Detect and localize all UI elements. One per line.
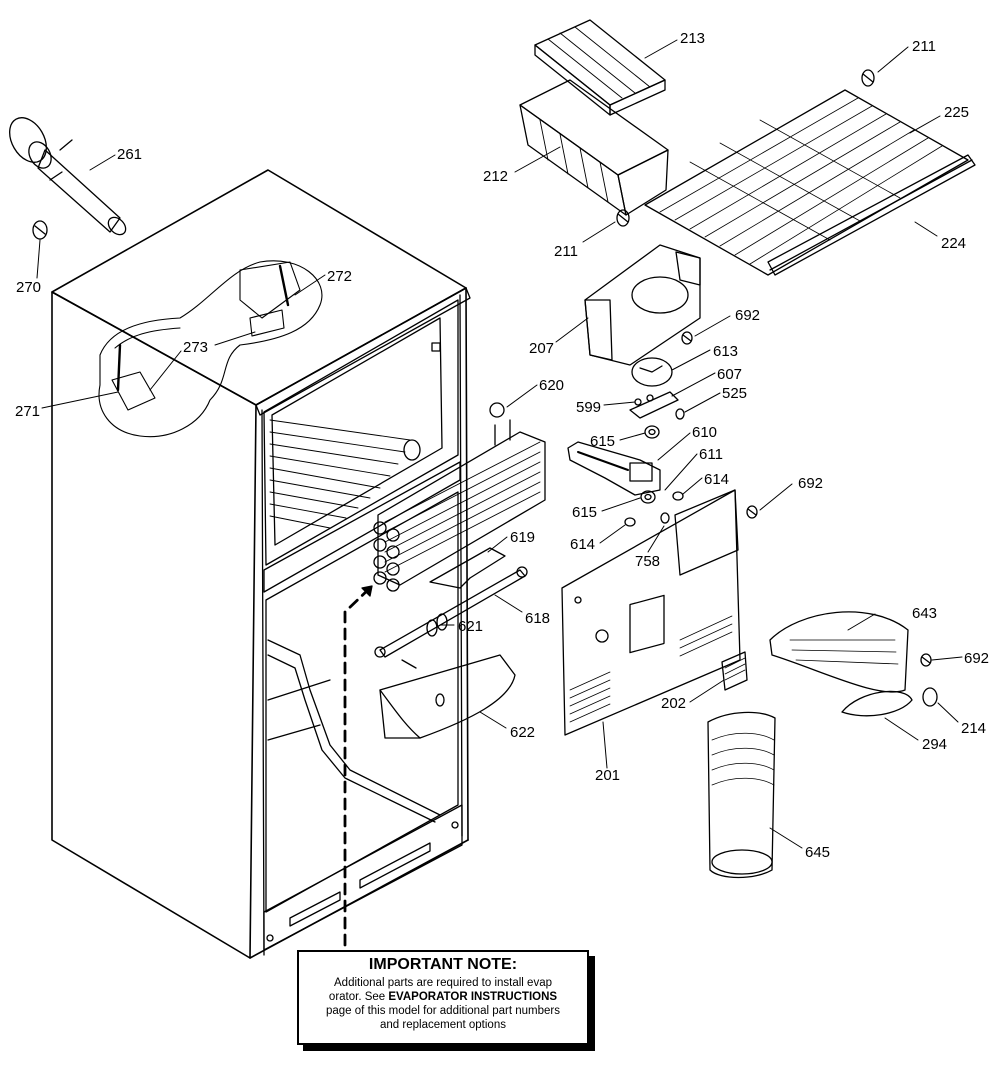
important-note-line-2: orator. See EVAPORATOR INSTRUCTIONS xyxy=(299,990,587,1004)
label-224: 224 xyxy=(941,235,966,252)
spacer-614a xyxy=(672,491,684,501)
bracket-619 xyxy=(429,547,506,589)
screw-692-right xyxy=(920,653,932,667)
label-618: 618 xyxy=(525,610,550,627)
label-261: 261 xyxy=(117,146,142,163)
ice-tray-213 xyxy=(534,19,666,116)
duct-tube-645 xyxy=(707,711,776,879)
drain-trough-622 xyxy=(379,654,516,739)
clips-621 xyxy=(401,613,448,669)
label-273: 273 xyxy=(183,339,208,356)
important-note-line-4: and replacement options xyxy=(380,1019,506,1031)
label-643: 643 xyxy=(912,605,937,622)
grille-202 xyxy=(721,651,748,691)
label-621: 621 xyxy=(458,618,483,635)
important-note-line-1: Additional parts are required to install… xyxy=(334,977,552,989)
dashed-arrow xyxy=(343,584,374,947)
label-607: 607 xyxy=(717,366,742,383)
label-525: 525 xyxy=(722,385,747,402)
refrigerator-cabinet xyxy=(51,169,471,959)
label-692-top: 692 xyxy=(735,307,760,324)
leader-lines xyxy=(36,39,963,849)
label-613: 613 xyxy=(713,343,738,360)
label-214: 214 xyxy=(961,720,986,737)
heater-618 xyxy=(374,566,528,658)
freezer-floor-ribs xyxy=(269,419,411,529)
motor-bracket-607 xyxy=(629,391,679,419)
label-599: 599 xyxy=(576,399,601,416)
screw-211-top xyxy=(861,69,875,87)
cloud-callout xyxy=(98,260,323,438)
label-225: 225 xyxy=(944,104,969,121)
evaporator-cover-201 xyxy=(561,489,741,736)
label-619: 619 xyxy=(510,529,535,546)
screw-270 xyxy=(32,220,48,240)
screw-525 xyxy=(675,408,685,420)
label-270: 270 xyxy=(16,279,41,296)
damper-294 xyxy=(841,690,913,717)
important-note-line-3: page of this model for additional part n… xyxy=(326,1005,560,1017)
evaporator-instructions-link: EVAPORATOR INSTRUCTIONS xyxy=(388,991,558,1003)
evaporator-coil xyxy=(373,419,546,592)
fan-motor-610 xyxy=(567,441,661,496)
spacer-614b xyxy=(624,517,636,527)
label-207: 207 xyxy=(529,340,554,357)
air-duct-643 xyxy=(769,611,909,693)
label-622: 622 xyxy=(510,724,535,741)
label-758: 758 xyxy=(635,553,660,570)
grommet-615b xyxy=(640,490,656,504)
important-note-box: IMPORTANT NOTE: Additional parts are req… xyxy=(297,950,589,1045)
screw-758 xyxy=(660,512,670,524)
grommet-615a xyxy=(644,425,660,439)
label-692-mid: 692 xyxy=(798,475,823,492)
label-615-lower: 615 xyxy=(572,504,597,521)
label-272: 272 xyxy=(327,268,352,285)
label-645: 645 xyxy=(805,844,830,861)
label-615-upper: 615 xyxy=(590,433,615,450)
label-611: 611 xyxy=(699,446,723,463)
label-213: 213 xyxy=(680,30,705,47)
important-note-title: IMPORTANT NOTE: xyxy=(368,956,518,973)
fill-tube-261 xyxy=(9,117,127,236)
label-212: 212 xyxy=(483,168,508,185)
shelf-rail-224 xyxy=(767,154,976,276)
screw-692-top xyxy=(681,331,693,345)
label-211-left: 211 xyxy=(554,243,578,260)
cap-214 xyxy=(922,687,938,707)
label-614-right: 614 xyxy=(704,471,729,488)
ice-tray-212 xyxy=(519,79,669,216)
fan-blade-613 xyxy=(631,357,673,387)
wire-shelf-225 xyxy=(644,89,969,276)
label-202: 202 xyxy=(661,695,686,712)
label-620: 620 xyxy=(539,377,564,394)
label-201: 201 xyxy=(595,767,620,784)
label-294: 294 xyxy=(922,736,947,753)
nut-599 xyxy=(634,398,642,406)
plug-620 xyxy=(489,402,505,418)
label-692-right: 692 xyxy=(964,650,989,667)
screw-211-left xyxy=(616,209,630,227)
part-labels: 213 211 225 212 261 211 224 270 272 207 … xyxy=(15,30,989,861)
label-211-top: 211 xyxy=(912,38,936,55)
label-614-left: 614 xyxy=(570,536,595,553)
important-note-line-2-text: orator. See xyxy=(328,991,389,1003)
screw-692-mid xyxy=(746,505,758,519)
label-271: 271 xyxy=(15,403,40,420)
label-610: 610 xyxy=(692,424,717,441)
fan-housing-207 xyxy=(584,244,701,366)
